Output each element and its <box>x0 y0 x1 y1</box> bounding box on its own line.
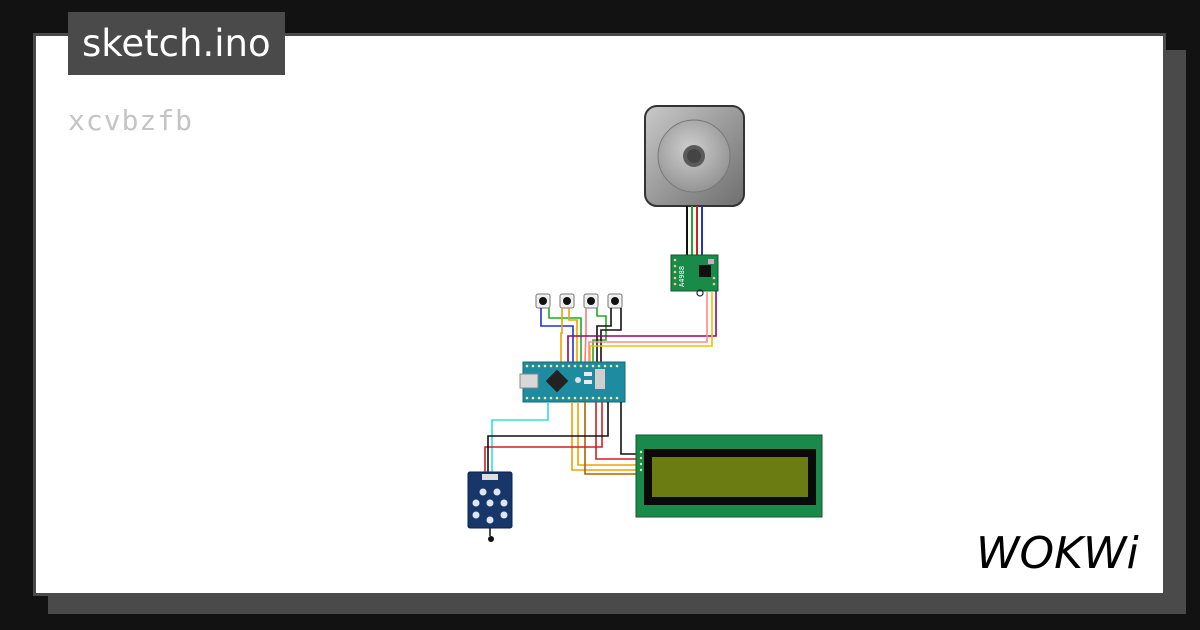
stepper-motor[interactable] <box>644 105 745 207</box>
project-description: xcvbzfb <box>68 104 194 137</box>
push-button-2[interactable] <box>559 293 575 309</box>
brand-name: WOKWi <box>976 528 1139 579</box>
motor-wires <box>686 206 703 256</box>
wokwi-logo: WOKWi <box>976 528 1139 579</box>
driver-label: A4988 <box>678 266 686 287</box>
a4988-driver[interactable]: A4988 <box>670 254 719 292</box>
push-button-4[interactable] <box>607 293 623 309</box>
push-button-3[interactable] <box>583 293 599 309</box>
push-button-1[interactable] <box>535 293 551 309</box>
lcd-display[interactable] <box>635 434 823 518</box>
control-wires <box>540 291 717 363</box>
preview-card[interactable] <box>33 33 1166 596</box>
push-buttons[interactable] <box>535 293 623 309</box>
project-title[interactable]: sketch.ino <box>68 12 285 75</box>
peripheral-wires <box>484 402 638 475</box>
ir-receiver-module[interactable] <box>467 471 513 542</box>
arduino-nano[interactable] <box>519 361 626 403</box>
